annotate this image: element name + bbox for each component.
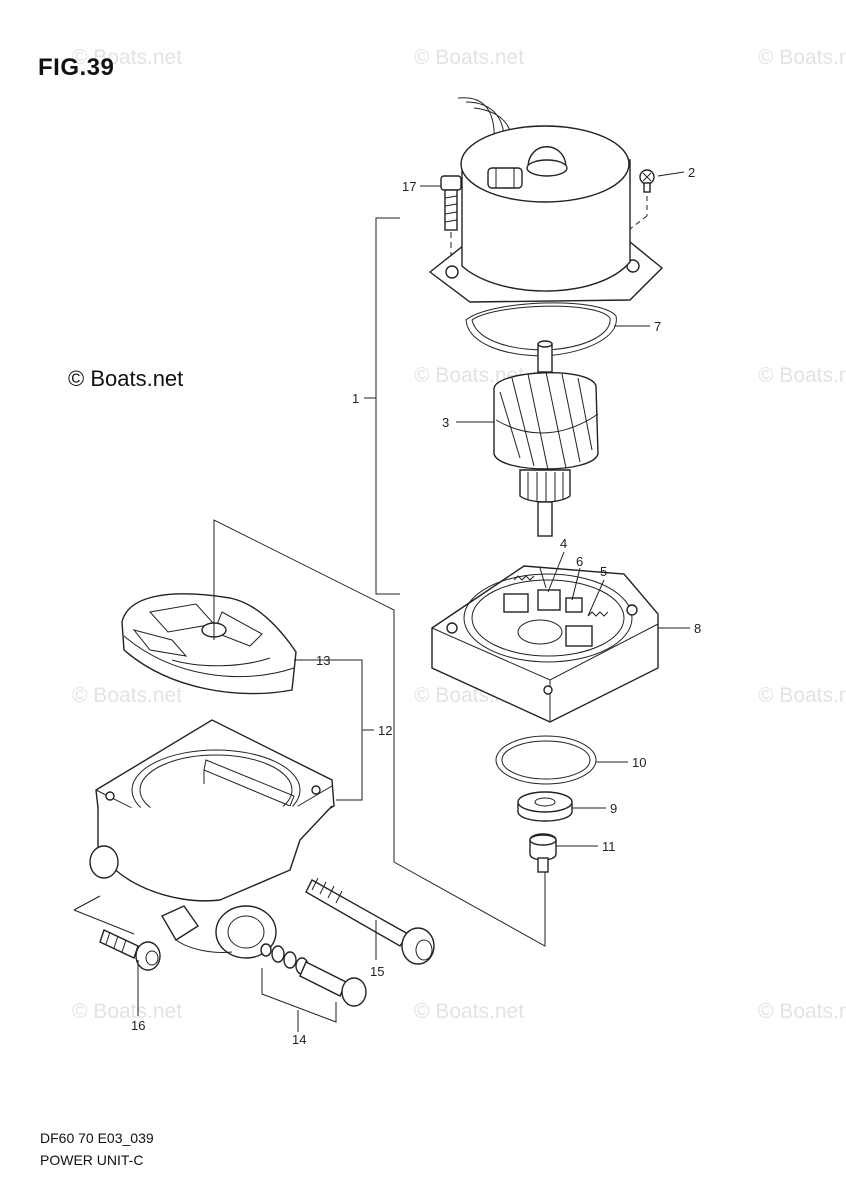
part-3-armature	[493, 340, 599, 537]
callout-2: 2	[688, 165, 695, 180]
watermark: © Boats.net	[72, 1000, 183, 1023]
part-9-seal	[517, 791, 573, 822]
part-11-coupling	[529, 833, 557, 873]
callout-5: 5	[600, 564, 607, 579]
watermark: © Boats.net	[758, 684, 846, 707]
watermark: © Boats.net	[72, 684, 183, 707]
callout-17: 17	[402, 179, 416, 194]
watermark: © Boats.net	[758, 364, 846, 387]
watermark: © Boats.net	[758, 1000, 846, 1023]
watermark: © Boats.net	[72, 46, 183, 69]
diagram-code: DF60 70 E03_039	[40, 1130, 154, 1146]
part-15-long-bolt	[305, 877, 435, 965]
watermark: © Boats.net	[414, 1000, 525, 1023]
callout-9: 9	[610, 801, 617, 816]
motor-housing	[428, 97, 664, 303]
callout-1: 1	[352, 391, 359, 406]
part-7-gasket	[465, 302, 617, 357]
callout-16: 16	[131, 1018, 145, 1033]
callout-4: 4	[560, 536, 567, 551]
watermark: © Boats.net	[414, 364, 525, 387]
callout-11: 11	[602, 839, 616, 854]
callout-14: 14	[292, 1032, 306, 1047]
callout-13: 13	[316, 653, 330, 668]
part-17-bolt	[440, 175, 462, 262]
watermark: © Boats.net	[758, 46, 846, 69]
callout-12: 12	[378, 723, 392, 738]
part-16-bolt	[99, 929, 161, 971]
callout-labels: 1 2 3 4 5 6 7 8 9 10 11 12 13 14 15 16 1…	[131, 165, 701, 1047]
watermark: © Boats.net	[414, 46, 525, 69]
callout-15: 15	[370, 964, 384, 979]
callout-10: 10	[632, 755, 646, 770]
callout-8: 8	[694, 621, 701, 636]
part-12-base-housing	[89, 719, 335, 959]
copyright-notice: © Boats.net	[68, 366, 184, 391]
part-13-filter-plate	[121, 593, 297, 695]
leader-lines	[73, 171, 690, 1032]
part-14-valve	[260, 943, 367, 1007]
part-10-o-ring	[495, 735, 597, 785]
diagram-caption: POWER UNIT-C	[40, 1152, 144, 1168]
callout-7: 7	[654, 319, 661, 334]
part-8-brush-holder	[431, 565, 659, 723]
callout-6: 6	[576, 554, 583, 569]
callout-3: 3	[442, 415, 449, 430]
figure-title: FIG.39	[38, 54, 115, 81]
